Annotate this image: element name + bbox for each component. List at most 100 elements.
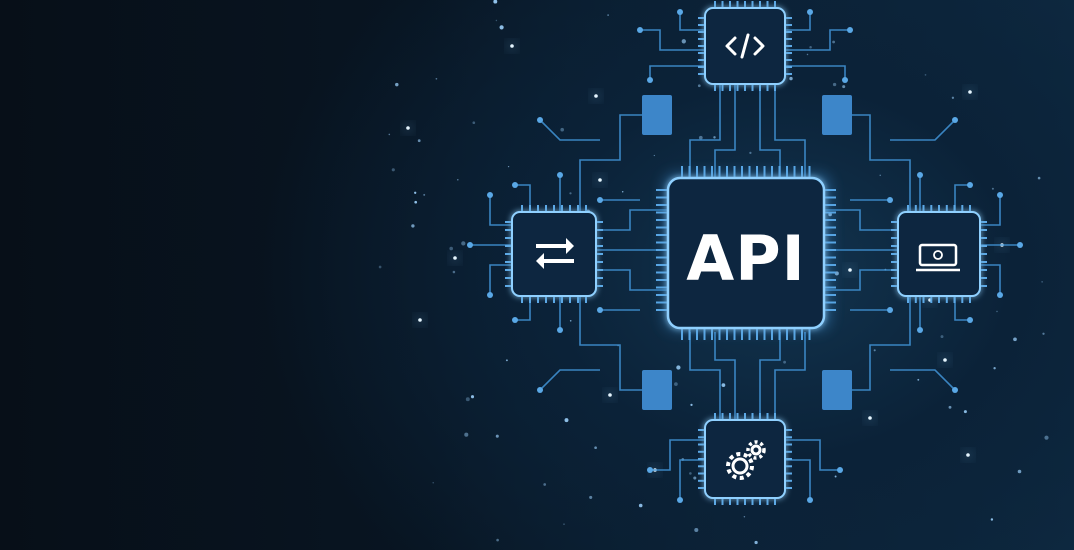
- circuit-trace: [689, 332, 721, 420]
- star-particle: [1013, 337, 1017, 342]
- circuit-node: [537, 117, 543, 123]
- star-particle: [690, 403, 693, 407]
- circuit-trace: [714, 84, 736, 178]
- star-particle: [391, 168, 395, 172]
- circuit-trace: [822, 296, 911, 391]
- star-particle: [694, 527, 699, 533]
- star-particle: [543, 483, 547, 486]
- circuit-trace: [489, 195, 512, 226]
- star-particle: [388, 133, 391, 136]
- star-particle: [963, 410, 967, 414]
- circuit-trace: [824, 269, 898, 291]
- circuit-node: [637, 27, 643, 33]
- circuit-trace: [689, 84, 721, 178]
- memory-pads: [642, 95, 852, 410]
- star-particle: [449, 246, 454, 251]
- star-particle: [1017, 469, 1022, 474]
- circuit-trace: [596, 209, 668, 231]
- circuit-trace: [759, 84, 781, 178]
- star-particle: [873, 349, 876, 352]
- circuit-node: [647, 467, 653, 473]
- star-particle: [697, 84, 701, 88]
- memory-pad: [822, 370, 852, 410]
- circuit-trace: [822, 114, 911, 212]
- circuit-node: [512, 182, 518, 188]
- circuit-trace: [954, 296, 970, 321]
- star-particle: [832, 40, 835, 44]
- glow-particle: [943, 358, 947, 362]
- circuit-node: [917, 327, 923, 333]
- star-particle: [638, 503, 643, 508]
- circuit-trace: [785, 65, 846, 80]
- glow-particle: [868, 416, 872, 420]
- circuit-node: [537, 387, 543, 393]
- star-particle: [414, 200, 418, 204]
- star-particle: [395, 82, 399, 87]
- star-particle: [681, 39, 686, 44]
- circuit-trace: [824, 209, 898, 231]
- star-particle: [940, 335, 944, 339]
- right-chip: [897, 211, 981, 297]
- circuit-trace: [785, 12, 811, 31]
- circuit-trace: [679, 12, 705, 31]
- circuit-node: [1017, 242, 1023, 248]
- star-particle: [470, 395, 475, 399]
- glow-particle: [510, 44, 514, 48]
- star-particle: [378, 265, 382, 269]
- star-particle: [564, 418, 569, 423]
- star-particle: [423, 193, 426, 196]
- glow-particle: [594, 94, 598, 98]
- star-particle: [499, 25, 504, 30]
- circuit-trace: [649, 65, 705, 80]
- star-particle: [435, 77, 438, 80]
- circuit-trace: [579, 114, 672, 212]
- circuit-trace: [785, 29, 850, 51]
- star-particle: [496, 538, 499, 542]
- circuit-trace: [890, 119, 956, 141]
- star-particle: [948, 405, 952, 409]
- monitor-icon: [916, 243, 960, 272]
- glow-particle: [968, 90, 972, 94]
- glow-particle: [418, 318, 422, 322]
- star-particle: [457, 179, 459, 181]
- circuit-node: [952, 387, 958, 393]
- memory-pad: [822, 95, 852, 135]
- glow-particle: [453, 256, 457, 260]
- circuit-trace: [539, 369, 600, 391]
- star-particle: [417, 139, 421, 143]
- circuit-trace: [515, 296, 531, 321]
- star-particle: [879, 174, 881, 176]
- star-particle: [698, 135, 703, 140]
- top-chip: [704, 7, 786, 85]
- circuit-node: [952, 117, 958, 123]
- api-label: API: [686, 222, 806, 295]
- circuit-node: [597, 197, 603, 203]
- star-particle: [693, 476, 697, 480]
- star-particle: [461, 241, 466, 246]
- circuit-node: [807, 497, 813, 503]
- star-particle: [834, 475, 837, 478]
- circuit-node: [967, 317, 973, 323]
- circuit-node: [997, 292, 1003, 298]
- glow-particle: [406, 126, 410, 130]
- star-particle: [789, 76, 793, 81]
- star-particle: [842, 85, 846, 89]
- circuit-trace: [640, 29, 705, 51]
- star-particle: [594, 446, 597, 450]
- star-particle: [917, 378, 920, 381]
- star-particle: [464, 432, 469, 437]
- star-particle: [713, 136, 716, 139]
- star-particle: [990, 518, 994, 521]
- star-particle: [411, 224, 415, 228]
- gears-icon: [726, 440, 766, 480]
- star-particle: [607, 14, 609, 16]
- circuit-node: [847, 27, 853, 33]
- circuit-node: [487, 292, 493, 298]
- star-particle: [653, 154, 655, 157]
- memory-pad: [642, 95, 672, 135]
- circuit-nodes: [467, 9, 1023, 503]
- star-particle: [1041, 281, 1043, 283]
- central-chip: API: [662, 172, 832, 332]
- circuit-trace: [759, 332, 781, 420]
- star-particle: [754, 540, 758, 545]
